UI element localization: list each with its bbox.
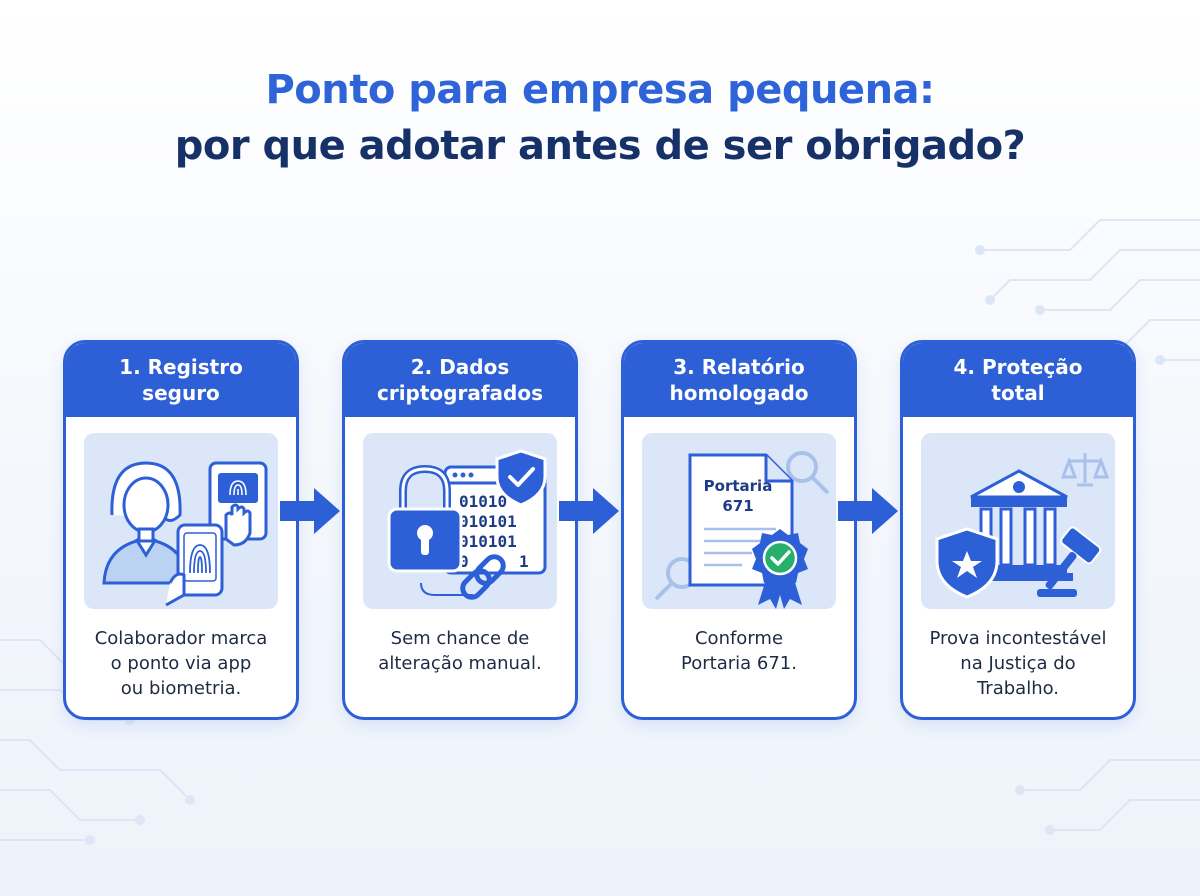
step-4-header-line-1: 4. Proteção	[953, 355, 1083, 379]
arrow-right-icon	[559, 488, 619, 534]
step-4-header-line-2: total	[991, 381, 1045, 405]
step-4-text-line-1: Prova incontestável	[929, 628, 1107, 649]
page-title: Ponto para empresa pequena: por que adot…	[0, 62, 1200, 174]
step-2-text-line-1: Sem chance de	[390, 628, 530, 649]
step-2-header: 2. Dados criptografados	[345, 343, 575, 417]
step-3-text-line-1: Conforme	[694, 628, 784, 649]
step-2-header-line-2: criptografados	[376, 381, 544, 405]
document-line-2: 671	[722, 497, 753, 515]
arrow-right-icon	[280, 488, 340, 534]
step-3-header-line-2: homologado	[669, 381, 809, 405]
step-1-header-line-2: seguro	[142, 381, 220, 405]
step-1-header: 1. Registro seguro	[66, 343, 296, 417]
step-3-description: Conforme Portaria 671.	[632, 626, 846, 676]
step-card-2: 2. Dados criptografados 01010 010101 010…	[342, 340, 578, 720]
binary-line-1: 01010	[459, 492, 507, 511]
binary-line-4: 0	[459, 552, 469, 571]
step-4-illustration	[921, 433, 1115, 609]
step-3-header-line-1: 3. Relatório	[673, 355, 805, 379]
step-2-illustration: 01010 010101 010101 0 1	[363, 433, 557, 609]
arrow-right-icon	[838, 488, 898, 534]
step-1-text-line-1: Colaborador marca	[94, 628, 268, 649]
step-4-description: Prova incontestável na Justiça do Trabal…	[911, 626, 1125, 701]
binary-line-2: 010101	[459, 512, 517, 531]
title-line-2: por que adotar antes de ser obrigado?	[174, 123, 1026, 169]
binary-line-3: 010101	[459, 532, 517, 551]
step-1-illustration	[84, 433, 278, 609]
step-2-header-line-1: 2. Dados	[410, 355, 510, 379]
step-2-description: Sem chance de alteração manual.	[353, 626, 567, 676]
step-card-1: 1. Registro seguro	[63, 340, 299, 720]
courthouse-shield-gavel-icon	[935, 453, 1110, 599]
step-3-header: 3. Relatório homologado	[624, 343, 854, 417]
document-line-1: Portaria	[704, 477, 773, 495]
person-fingerprint-phone-icon	[102, 461, 268, 607]
padlock-binary-shield-icon: 01010 010101 010101 0 1	[387, 449, 547, 600]
title-line-1: Ponto para empresa pequena:	[265, 67, 935, 113]
step-1-text-line-2: o ponto via app	[110, 653, 252, 674]
step-1-header-line-1: 1. Registro	[119, 355, 243, 379]
step-4-header: 4. Proteção total	[903, 343, 1133, 417]
step-3-illustration: Portaria 671	[642, 433, 836, 609]
step-4-text-line-3: Trabalho.	[976, 678, 1060, 699]
step-1-description: Colaborador marca o ponto via app ou bio…	[74, 626, 288, 701]
binary-line-5: 1	[519, 552, 529, 571]
step-3-text-line-2: Portaria 671.	[681, 653, 797, 674]
step-2-text-line-2: alteração manual.	[378, 653, 542, 674]
certified-document-icon: Portaria 671	[654, 451, 830, 609]
step-1-text-line-3: ou biometria.	[120, 678, 242, 699]
step-4-text-line-2: na Justiça do	[960, 653, 1076, 674]
step-card-3: 3. Relatório homologado Portaria 671	[621, 340, 857, 720]
step-card-4: 4. Proteção total	[900, 340, 1136, 720]
